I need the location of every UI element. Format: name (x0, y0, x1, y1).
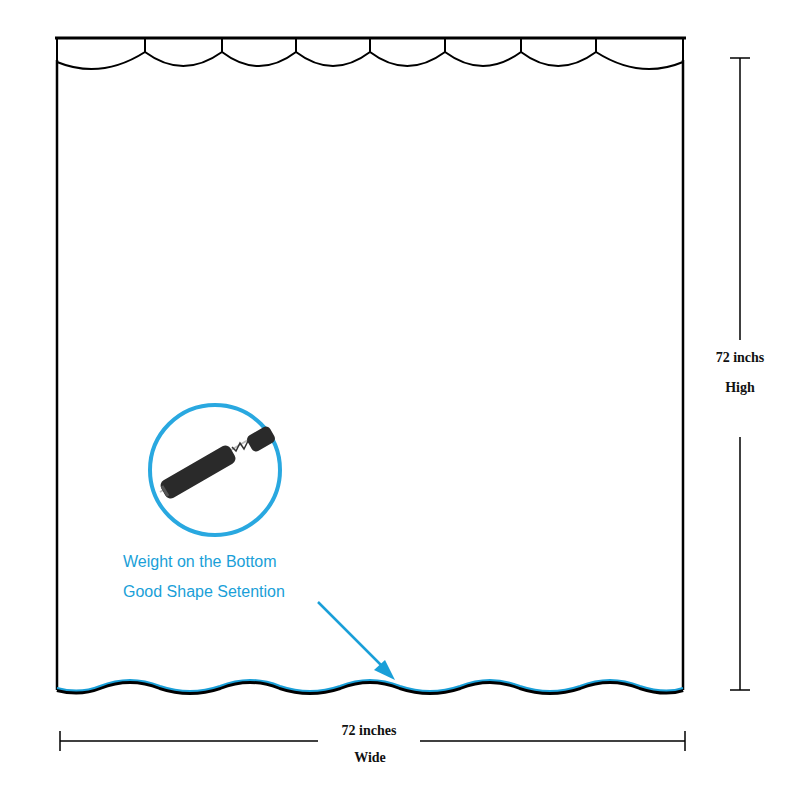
bottom-weight-line (57, 680, 683, 691)
curtain-right-edge (682, 60, 685, 690)
feature-note: Weight on the Bottom (123, 553, 277, 571)
pointer-arrow (318, 602, 395, 680)
height-dimension (730, 58, 750, 690)
dimension-value: 72 inches (340, 723, 399, 739)
weight-inset (150, 405, 280, 535)
dimension-axis: High (723, 380, 757, 396)
curtain-top-edge (57, 52, 683, 69)
dimension-value: 72 inchs (714, 350, 767, 366)
feature-note: Good Shape Setention (123, 583, 285, 601)
curtain-left-edge (56, 60, 59, 690)
dimension-axis: Wide (352, 750, 388, 766)
